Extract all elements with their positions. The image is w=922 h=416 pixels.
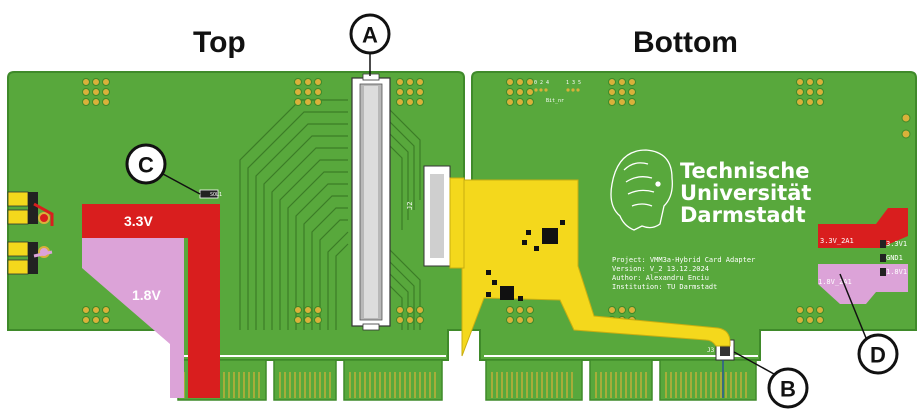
top-power-connectors xyxy=(7,191,54,275)
tu-name-line3: Darmstadt xyxy=(680,203,806,227)
top-board: 3.3V 1.8V SOL1 J2 xyxy=(7,71,465,401)
version-line: Version: V_2 13.12.2024 xyxy=(612,265,709,273)
rail-3v3-plane xyxy=(82,204,220,398)
label-3v3-2a1: 3.3V_2A1 xyxy=(820,237,854,245)
bit-nr-jumper: 0 2 4 1 3 5 Bit_nr xyxy=(534,80,581,104)
tu-name-line2: Universität xyxy=(680,181,811,205)
bit-digits-right: 1 3 5 xyxy=(566,80,581,86)
bottom-gold-fingers xyxy=(491,372,747,398)
top-traces xyxy=(239,99,421,330)
bottom-heading: Bottom xyxy=(633,26,738,59)
pad-gnd xyxy=(880,254,886,262)
rail-3v3-bottom-plane xyxy=(818,208,908,248)
rail-3v3-label: 3.3V xyxy=(124,213,153,229)
label-3v3v1: 3.3V1 xyxy=(886,240,907,248)
flex-ics xyxy=(486,220,565,301)
callout-b-letter: B xyxy=(780,377,796,402)
bit-nr-label: Bit_nr xyxy=(546,98,564,104)
label-1v8v1: 1.8V1 xyxy=(886,268,907,276)
top-mounting-pads xyxy=(82,78,424,324)
label-gnd1: GND1 xyxy=(886,254,903,262)
label-1v8-2a1: 1.8V_2A1 xyxy=(818,278,852,286)
top-heading: Top xyxy=(193,26,246,59)
pad-3v3 xyxy=(880,240,886,248)
pad-1v8 xyxy=(880,268,886,276)
top-edge-connector-3 xyxy=(343,359,443,401)
j2-label: J2 xyxy=(406,202,414,210)
callout-a: A xyxy=(349,13,391,76)
main-connector xyxy=(351,73,391,331)
j3-label: J3 xyxy=(707,347,715,354)
callout-c-letter: C xyxy=(138,153,154,178)
bit-digits-left: 0 2 4 xyxy=(534,80,549,86)
callout-c: C xyxy=(125,143,201,195)
tu-logo-icon xyxy=(610,149,673,231)
sol1-label: SOL1 xyxy=(210,192,222,198)
callout-a-letter: A xyxy=(362,23,378,48)
callout-d-letter: D xyxy=(870,343,886,368)
j2-connector: J2 xyxy=(406,165,451,267)
rail-1v8-label: 1.8V xyxy=(132,287,161,303)
tu-name-line1: Technische xyxy=(680,159,809,183)
institution-line: Institution: TU Darmstadt xyxy=(612,283,717,291)
callout-b: B xyxy=(733,351,809,409)
author-line: Author: Alexandru Enciu xyxy=(612,274,709,282)
flex-cable xyxy=(449,179,731,357)
callout-d: D xyxy=(839,273,899,375)
project-line: Project: VMM3a-Hybrid Card Adapter xyxy=(612,256,755,264)
rail-1v8-plane xyxy=(82,238,184,398)
flex-connector-end xyxy=(449,177,465,269)
